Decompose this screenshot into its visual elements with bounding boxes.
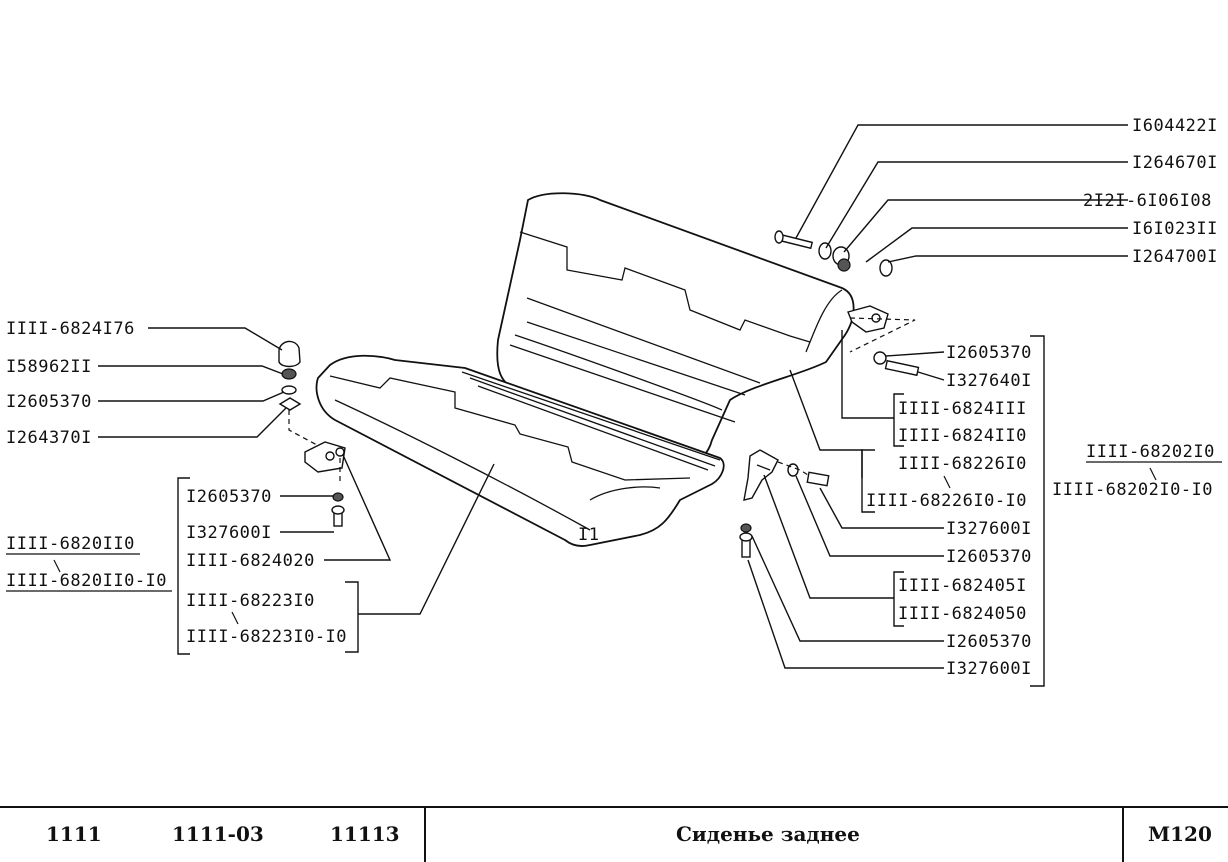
labels-seat-assy-right: IIII-68202I0 IIII-68202I0-I0 [1052, 442, 1222, 500]
exploded-diagram: I1 [6, 116, 1222, 687]
label-low-bolt: I327600I [946, 659, 1032, 679]
strike-mark [943, 475, 951, 489]
label-left-bolt: I327600I [186, 523, 272, 543]
drawing-title: Сиденье заднее [676, 822, 860, 846]
label-seat-assy-right-b: IIII-68202I0-I0 [1052, 480, 1213, 500]
label-right-washer: I2605370 [946, 343, 1032, 363]
seat-cushion: I1 [315, 354, 725, 547]
strike-mark [231, 611, 239, 625]
cushion-mark: I1 [578, 525, 599, 545]
label-top-bolt: I604422I [1132, 116, 1218, 136]
label-low-washer: I2605370 [946, 632, 1032, 652]
right-latch [847, 305, 920, 377]
label-cushion-b: IIII-68223I0-I0 [186, 627, 347, 647]
page-code: M120 [1148, 822, 1212, 846]
label-seat-assy-right-a: IIII-68202I0 [1086, 442, 1215, 462]
label-brackets [177, 335, 1045, 687]
label-cushion-a: IIII-68223I0 [186, 591, 315, 611]
labels-seat-assy-left: IIII-6820II0 IIII-6820II0-I0 [6, 534, 172, 592]
label-top-washer2: I264700I [1132, 247, 1218, 267]
right-hinge [739, 449, 830, 558]
model-3: 11113 [330, 822, 400, 846]
labels-right: I2605370 I327640I IIII-6824III IIII-6824… [866, 343, 1032, 679]
label-hinge-bolt: I327600I [946, 519, 1032, 539]
label-left-washer2: I264370I [6, 428, 92, 448]
model-2: 1111-03 [172, 822, 264, 846]
label-left-nut: I58962II [6, 357, 92, 377]
leader-lines [98, 124, 1128, 669]
label-top-nut: I6I023II [1132, 219, 1218, 239]
label-hinge-a: IIII-682405I [898, 576, 1027, 596]
label-right-latch-a: IIII-6824III [898, 399, 1027, 419]
label-top-washer: I264670I [1132, 153, 1218, 173]
title-divider-left [424, 808, 426, 862]
label-top-bushing: 2I2I-6I06I08 [1083, 191, 1212, 211]
label-right-bolt: I327640I [946, 371, 1032, 391]
top-hardware [774, 230, 893, 277]
left-hardware [278, 340, 346, 527]
title-block: 1111 1111-03 11113 Сиденье заднее M120 [0, 806, 1228, 862]
label-seat-assy-left-b: IIII-6820II0-I0 [6, 571, 167, 591]
labels-top-right: I604422I I264670I 2I2I-6I06I08 I6I023II … [1083, 116, 1218, 267]
title-divider-right [1122, 808, 1124, 862]
label-left-washer3: I2605370 [186, 487, 272, 507]
label-back-a: IIII-68226I0 [898, 454, 1027, 474]
strike-mark [53, 559, 61, 573]
label-left-bracket: IIII-6824020 [186, 551, 315, 571]
strike-mark [1149, 467, 1157, 481]
model-1: 1111 [46, 822, 102, 846]
labels-left: IIII-6824I76 I58962II I2605370 I264370I … [6, 319, 347, 647]
label-left-washer: I2605370 [6, 392, 92, 412]
label-hinge-washer: I2605370 [946, 547, 1032, 567]
label-left-buffer: IIII-6824I76 [6, 319, 135, 339]
label-right-latch-b: IIII-6824II0 [898, 426, 1027, 446]
label-seat-assy-left-a: IIII-6820II0 [6, 534, 135, 554]
label-back-b: IIII-68226I0-I0 [866, 491, 1027, 511]
label-hinge-b: IIII-6824050 [898, 604, 1027, 624]
